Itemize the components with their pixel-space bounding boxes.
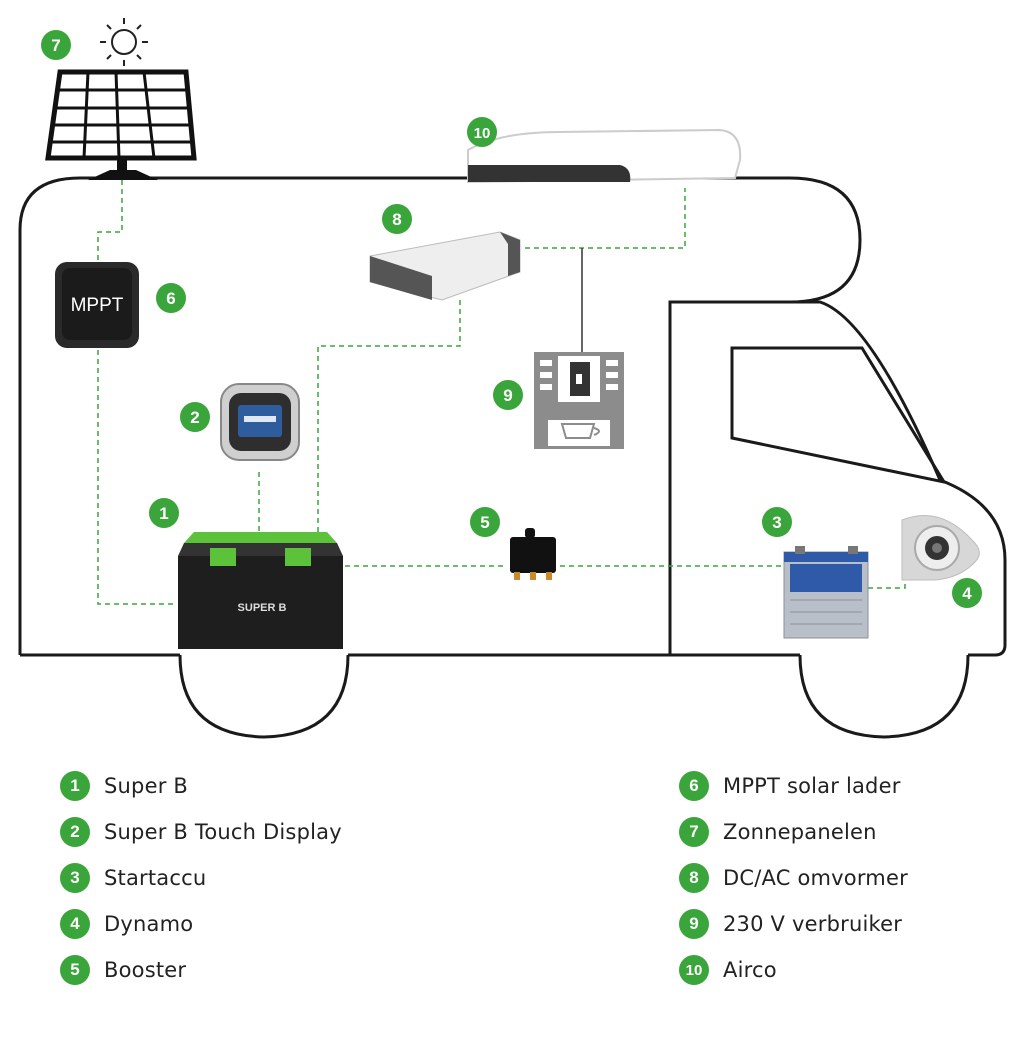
legend-item-7: 7 Zonnepanelen xyxy=(679,817,877,847)
svg-text:SUPER B: SUPER B xyxy=(238,602,287,614)
sun-icon xyxy=(100,18,148,66)
legend-label: Airco xyxy=(723,958,777,982)
booster-icon xyxy=(510,528,556,580)
legend-item-8: 8 DC/AC omvormer xyxy=(679,863,908,893)
inverter-icon xyxy=(369,231,521,301)
legend-badge: 7 xyxy=(679,817,709,847)
legend-badge: 2 xyxy=(60,817,90,847)
mppt-label: MPPT xyxy=(71,295,124,316)
coffee-machine-icon xyxy=(534,352,624,449)
badge-6: 6 xyxy=(156,283,186,313)
legend-item-2: 2 Super B Touch Display xyxy=(60,817,342,847)
badge-8: 8 xyxy=(382,204,412,234)
legend-item-10: 10 Airco xyxy=(679,955,777,985)
legend-label: Startaccu xyxy=(104,866,207,890)
svg-text:6: 6 xyxy=(166,289,175,308)
svg-text:5: 5 xyxy=(480,513,489,532)
badge-2: 2 xyxy=(180,402,210,432)
svg-text:10: 10 xyxy=(474,125,491,142)
touch-display-icon xyxy=(220,383,300,461)
legend-item-9: 9 230 V verbruiker xyxy=(679,909,902,939)
legend-badge: 5 xyxy=(60,955,90,985)
mppt-icon: MPPT xyxy=(55,262,139,348)
badge-7: 7 xyxy=(41,30,71,60)
legend-item-4: 4 Dynamo xyxy=(60,909,193,939)
legend-label: Super B xyxy=(104,774,189,798)
legend-label: Zonnepanelen xyxy=(723,820,877,844)
legend-item-3: 3 Startaccu xyxy=(60,863,206,893)
legend-item-1: 1 Super B xyxy=(60,771,188,801)
legend-badge: 4 xyxy=(60,909,90,939)
legend-badge: 10 xyxy=(679,955,709,985)
legend-label: MPPT solar lader xyxy=(723,774,901,798)
dynamo-icon xyxy=(901,515,980,581)
svg-text:9: 9 xyxy=(503,386,512,405)
start-battery-icon xyxy=(783,546,869,639)
svg-text:8: 8 xyxy=(392,210,401,229)
legend-badge: 3 xyxy=(60,863,90,893)
camper-outline xyxy=(18,176,1007,739)
solar-panel-icon xyxy=(45,69,197,180)
legend-label: Dynamo xyxy=(104,912,194,936)
connector-lines xyxy=(97,180,906,605)
legend-badge: 8 xyxy=(679,863,709,893)
legend-badge: 9 xyxy=(679,909,709,939)
svg-text:2: 2 xyxy=(190,408,199,427)
svg-text:7: 7 xyxy=(51,36,60,55)
legend-label: DC/AC omvormer xyxy=(723,866,908,890)
badge-9: 9 xyxy=(493,380,523,410)
badge-3: 3 xyxy=(762,507,792,537)
badge-1: 1 xyxy=(149,498,179,528)
camper-diagram: MPPT SUPER B xyxy=(18,18,1007,739)
airco-icon xyxy=(467,128,742,184)
legend-label: 230 V verbruiker xyxy=(723,912,903,936)
badge-5: 5 xyxy=(470,507,500,537)
svg-text:1: 1 xyxy=(159,504,168,523)
legend-label: Super B Touch Display xyxy=(104,820,342,844)
badge-10: 10 xyxy=(467,117,497,147)
svg-text:4: 4 xyxy=(962,584,972,603)
legend-item-5: 5 Booster xyxy=(60,955,186,985)
legend-badge: 1 xyxy=(60,771,90,801)
legend-item-6: 6 MPPT solar lader xyxy=(679,771,901,801)
svg-text:3: 3 xyxy=(772,513,781,532)
battery-icon: SUPER B xyxy=(178,532,343,649)
legend-label: Booster xyxy=(104,958,187,982)
badge-4: 4 xyxy=(952,578,982,608)
legend-badge: 6 xyxy=(679,771,709,801)
